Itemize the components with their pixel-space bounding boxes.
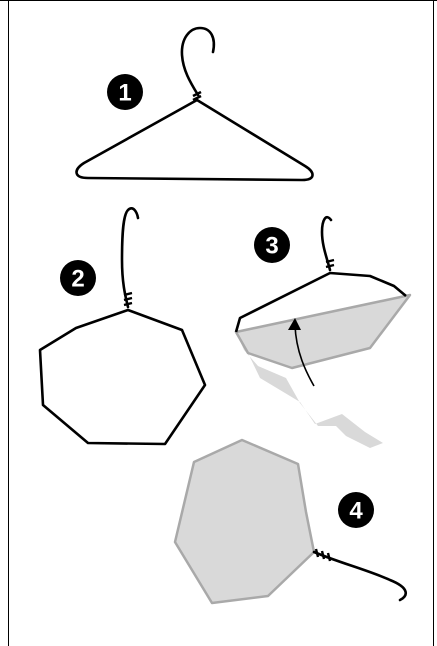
step-2-number: 2 xyxy=(71,266,84,293)
hanger-body xyxy=(77,100,313,180)
step-2: 2 xyxy=(40,208,205,444)
step-3-badge: 3 xyxy=(254,227,290,263)
step-4-twist xyxy=(316,549,330,561)
step-1: 1 xyxy=(77,28,313,180)
step-4-badge: 4 xyxy=(338,492,374,528)
step-1-badge: 1 xyxy=(107,74,143,110)
step-1-number: 1 xyxy=(118,80,131,107)
step-3-number: 3 xyxy=(265,233,278,260)
step-3: 3 xyxy=(236,217,410,448)
step-2-badge: 2 xyxy=(60,260,96,296)
step-4-hook xyxy=(314,552,406,600)
finished-covered-hanger-illustration xyxy=(175,440,406,603)
reshaped-frame xyxy=(40,310,205,444)
stocking-fabric xyxy=(236,295,410,448)
reshaped-hanger-illustration xyxy=(40,208,205,444)
step-4: 4 xyxy=(175,440,406,603)
reshaped-hook xyxy=(122,208,138,307)
hanger-hook xyxy=(182,28,214,95)
covered-frame xyxy=(175,440,314,603)
step-4-number: 4 xyxy=(349,498,363,525)
reshaped-twist xyxy=(124,293,132,305)
